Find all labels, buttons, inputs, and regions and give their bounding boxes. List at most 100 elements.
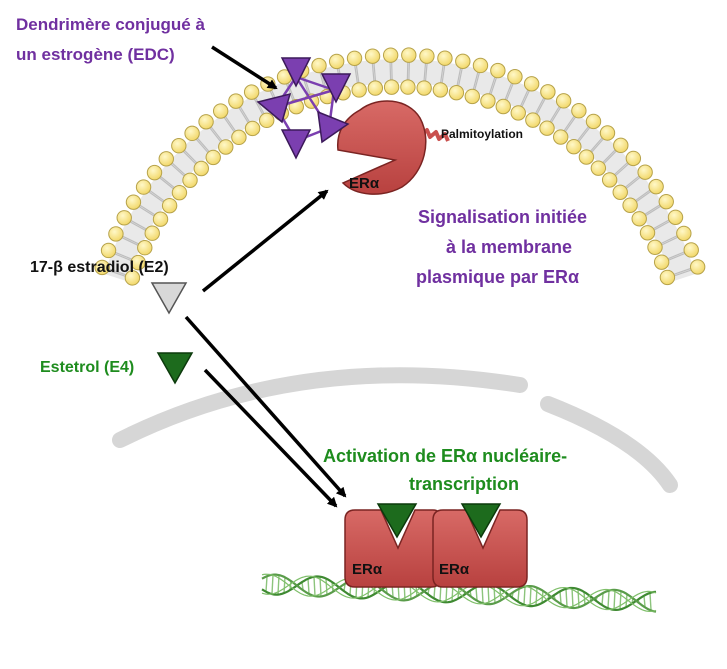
dna-base-pair	[565, 588, 568, 607]
palmitoylation-label: Palmitoylation	[441, 127, 523, 141]
edc-conjugate	[256, 57, 352, 160]
membrane-inner-heads	[124, 79, 676, 286]
lipid-head	[507, 69, 523, 85]
lipid-head	[346, 50, 363, 66]
dna-base-pair	[283, 576, 286, 594]
dna-base-pair	[577, 588, 580, 608]
edc-estrogen-triangle	[280, 129, 312, 160]
nuclear-envelope	[112, 367, 678, 493]
lipid-tail	[224, 115, 237, 133]
membrane-signaling-line1: Signalisation initiée	[418, 207, 587, 227]
lipid-tail	[472, 70, 479, 91]
nuclear-receptor-label: ERα	[439, 561, 470, 578]
lipid-tail	[355, 64, 360, 85]
dna-base-pair	[523, 586, 526, 605]
lipid-tail	[660, 236, 680, 246]
lipid-head	[161, 197, 178, 214]
lipid-tail	[129, 219, 148, 231]
lipid-tail	[625, 176, 642, 190]
lipid-tail	[488, 75, 496, 96]
lipid-tail	[562, 114, 576, 133]
lipid-head	[205, 149, 221, 166]
lipid-tail	[673, 269, 693, 277]
lipid-head	[683, 242, 699, 258]
dna-base-pair	[313, 576, 316, 596]
lipid-tail	[550, 106, 562, 124]
lipid-tail	[195, 137, 210, 154]
lipid-head	[218, 139, 234, 155]
lipid-head	[144, 225, 160, 241]
dna-base-pair	[325, 578, 328, 596]
lipid-head	[212, 103, 229, 119]
dna-base-pair	[649, 592, 652, 611]
lipid-tail	[548, 105, 561, 123]
membrane-tails	[104, 59, 696, 282]
lipid-tail	[158, 176, 175, 190]
lipid-head	[116, 210, 132, 226]
dna-base-pair	[307, 578, 310, 594]
lipid-tail	[128, 220, 147, 232]
lipid-tail	[183, 148, 199, 165]
dna-base-pair	[301, 582, 304, 590]
dna-base-pair	[475, 587, 478, 601]
lipid-tail	[652, 218, 671, 230]
lipid-head	[648, 178, 664, 195]
lipid-head	[152, 211, 169, 227]
lipid-head	[383, 79, 400, 95]
lipid-head	[351, 82, 367, 98]
lipid-head	[601, 172, 618, 188]
lipid-tail	[666, 250, 686, 260]
lipid-tail	[182, 150, 197, 166]
lipid-tail	[120, 236, 140, 247]
lipid-tail	[159, 175, 176, 189]
dna-base-pair	[583, 591, 586, 606]
lipid-tail	[121, 235, 140, 245]
dna-base-pair	[271, 574, 274, 595]
lipid-tail	[170, 161, 187, 177]
lipid-head	[552, 129, 569, 145]
lipid-tail	[520, 89, 531, 109]
arrows	[184, 45, 347, 508]
lipid-tail	[169, 162, 186, 178]
lipid-tail	[457, 67, 463, 88]
lipid-head	[578, 149, 595, 165]
lipid-head	[137, 240, 153, 256]
lipid-head	[689, 259, 706, 275]
estradiol-label: 17-β estradiol (E2)	[30, 259, 169, 276]
lipid-head	[171, 184, 188, 201]
estetrol-label: Estetrol (E4)	[40, 359, 134, 376]
lipid-tail	[535, 97, 547, 116]
edc-estrogen-triangle	[320, 73, 352, 104]
lipid-head	[130, 254, 146, 271]
lipid-tail	[113, 252, 133, 262]
lipid-head	[490, 62, 506, 79]
lipid-head	[158, 151, 174, 167]
lipid-tail	[239, 105, 251, 124]
lipid-head	[639, 225, 656, 241]
lipid-tail	[672, 267, 692, 276]
dna-base-pair	[601, 593, 604, 606]
edc-estrogen-triangle	[317, 110, 350, 144]
lipid-head	[480, 93, 496, 109]
nuclear-receptor-body	[432, 509, 528, 588]
lipid-tail	[237, 106, 250, 125]
dna-base-pair	[559, 591, 562, 604]
lipid-tail	[489, 76, 498, 96]
lipid-head	[382, 47, 399, 63]
lipid-tail	[659, 234, 679, 245]
e2-ligand-triangle	[150, 282, 188, 315]
membrane-signaling-line2: à la membrane	[446, 237, 572, 257]
lipid-tail	[534, 96, 545, 115]
lipid-head	[146, 164, 163, 181]
lipid-head	[231, 129, 247, 146]
lipid-head	[364, 48, 381, 64]
lipid-head	[637, 164, 653, 180]
lipid-head	[658, 193, 674, 210]
lipid-head	[566, 138, 582, 155]
lipid-head	[653, 254, 670, 270]
dna-base-pair	[535, 587, 538, 606]
lipid-tail	[576, 125, 590, 142]
lipid-head	[184, 125, 200, 142]
lipid-tail	[644, 205, 662, 217]
